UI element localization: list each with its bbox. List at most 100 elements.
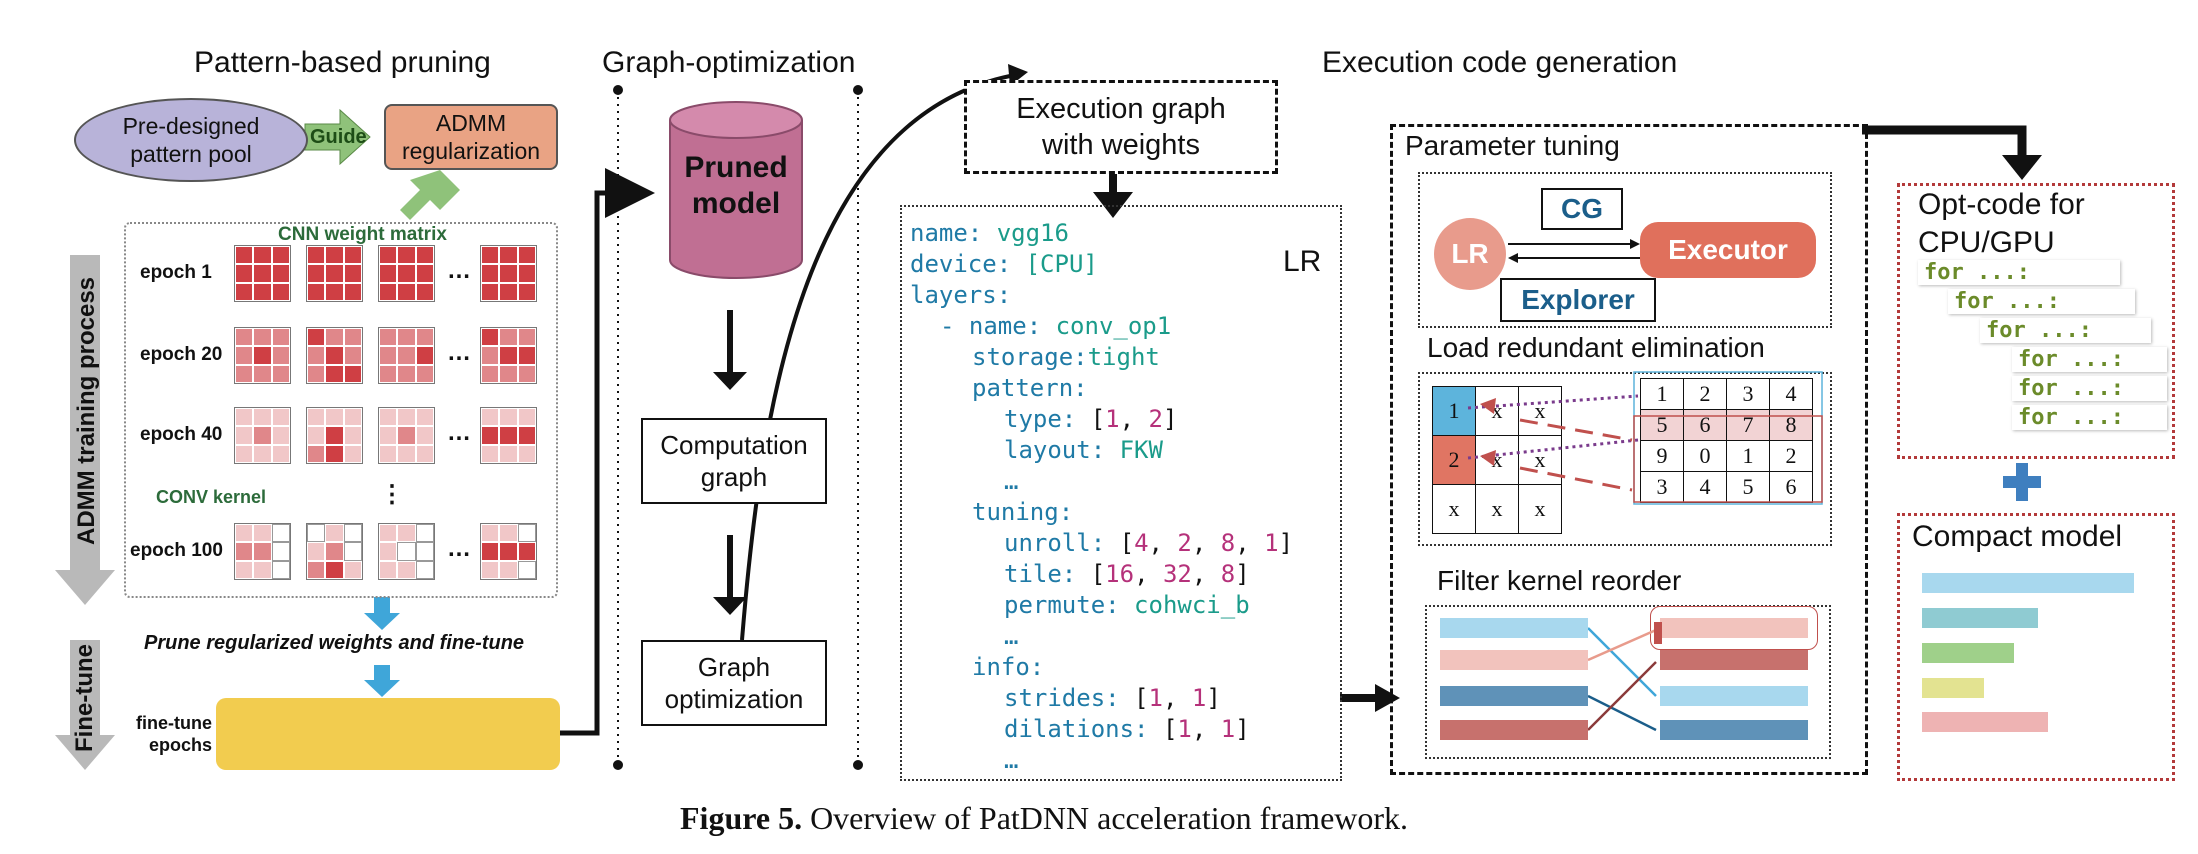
weight-kernel-grid	[480, 245, 537, 302]
kernel-cell	[307, 328, 326, 347]
kernel-cell	[235, 524, 254, 543]
rm-cell: 3	[1640, 471, 1684, 503]
kernel-cell	[343, 246, 362, 265]
ellipsis-row2: …	[447, 339, 471, 366]
lr-circle: LR	[1434, 218, 1506, 290]
code-line-name: name: vgg16	[910, 219, 1069, 247]
prune-note: Prune regularized weights and fine-tune	[144, 632, 525, 654]
code-line-ellipsis-1: …	[1004, 467, 1019, 495]
epoch-20-label: epoch 20	[140, 344, 223, 365]
weight-kernel-grid	[306, 407, 363, 464]
compact-model-panel	[1897, 513, 2175, 781]
kernel-cell	[271, 524, 290, 543]
admm-regularization-box: ADMM regularization	[384, 104, 558, 170]
kernel-cell	[253, 426, 272, 445]
weight-kernel-grid	[378, 327, 435, 384]
parameter-tuning-panel	[1418, 172, 1832, 328]
kernel-cell	[235, 364, 254, 383]
kernel-cell	[235, 444, 254, 463]
kernel-cell	[415, 328, 434, 347]
code-line-tuning: tuning:	[972, 498, 1074, 526]
kernel-cell	[517, 364, 536, 383]
reorder-arrows	[1588, 622, 1662, 732]
kernel-cell	[397, 524, 416, 543]
kernel-cell	[343, 560, 362, 579]
filter-reorder-title: Filter kernel reorder	[1437, 565, 1682, 596]
code-line-layer-name: - name: conv_op1	[940, 312, 1172, 340]
kernel-cell	[253, 282, 272, 301]
kernel-cell	[235, 282, 254, 301]
kernel-cell	[481, 364, 500, 383]
ellipsis-row3: …	[447, 419, 471, 446]
kernel-cell	[415, 364, 434, 383]
weight-kernel-grid	[378, 245, 435, 302]
kernel-cell	[517, 246, 536, 265]
filter-bar	[1660, 720, 1808, 740]
kernel-cell	[235, 264, 254, 283]
compact-bar	[1922, 643, 2014, 663]
config-code-panel	[900, 205, 1342, 781]
weight-kernel-grid	[234, 327, 291, 384]
for-loop-line: for ...:	[1948, 289, 2135, 314]
code-line-layout: layout: FKW	[1004, 436, 1163, 464]
kernel-cell	[517, 328, 536, 347]
for-loop-line: for ...:	[2012, 405, 2167, 430]
kernel-cell	[343, 364, 362, 383]
lm-cell: 1	[1432, 386, 1476, 436]
kernel-cell	[253, 246, 272, 265]
kernel-cell	[271, 328, 290, 347]
kernel-cell	[379, 364, 398, 383]
kernel-cell	[307, 560, 326, 579]
kernel-cell	[307, 542, 326, 561]
kernel-cell	[343, 426, 362, 445]
kernel-cell	[235, 246, 254, 265]
rm-cell: 2	[1683, 378, 1727, 410]
filter-bar	[1440, 720, 1588, 740]
kernel-cell	[325, 364, 344, 383]
kernel-cell	[271, 444, 290, 463]
weight-kernel-grid	[234, 523, 291, 580]
admm-label: ADMM regularization	[401, 110, 541, 164]
caption-label: Figure 5.	[680, 800, 803, 836]
kernel-cell	[253, 542, 272, 561]
weight-kernel-grid	[234, 245, 291, 302]
kernel-cell	[271, 408, 290, 427]
kernel-cell	[415, 346, 434, 365]
kernel-cell	[253, 328, 272, 347]
rm-cell: 1	[1640, 378, 1684, 410]
execution-graph-box: Execution graph with weights	[964, 80, 1278, 174]
finetune-bar-label: Fine-tune	[71, 644, 98, 752]
kernel-cell	[325, 264, 344, 283]
for-loop-line: for ...:	[2012, 376, 2167, 401]
kernel-cell	[415, 408, 434, 427]
kernel-cell	[379, 328, 398, 347]
kernel-cell	[499, 346, 518, 365]
compact-bar	[1922, 678, 1984, 698]
code-line-info: info:	[972, 653, 1045, 681]
code-line-type: type: [1, 2]	[1004, 405, 1178, 433]
kernel-cell	[397, 246, 416, 265]
kernel-cell	[379, 524, 398, 543]
code-line-storage: storage:tight	[972, 343, 1160, 371]
codegen-section-title: Execution code generation	[1322, 46, 1678, 79]
kernel-cell	[325, 328, 344, 347]
computation-graph-box: Computation graph	[641, 418, 827, 504]
kernel-cell	[307, 444, 326, 463]
code-line-ellipsis-2: …	[1004, 622, 1019, 650]
kernel-cell	[307, 246, 326, 265]
kernel-cell	[235, 346, 254, 365]
code-line-dilations: dilations: [1, 1]	[1004, 715, 1250, 743]
kernel-cell	[271, 246, 290, 265]
kernel-cell	[397, 364, 416, 383]
kernel-cell	[253, 408, 272, 427]
kernel-cell	[379, 346, 398, 365]
kernel-cell	[499, 328, 518, 347]
kernel-cell	[325, 282, 344, 301]
kernel-cell	[325, 426, 344, 445]
caption-text: Overview of PatDNN acceleration framewor…	[810, 800, 1409, 836]
guide-label: Guide	[310, 126, 367, 148]
pruned-model-cylinder	[669, 101, 803, 279]
kernel-cell	[235, 328, 254, 347]
